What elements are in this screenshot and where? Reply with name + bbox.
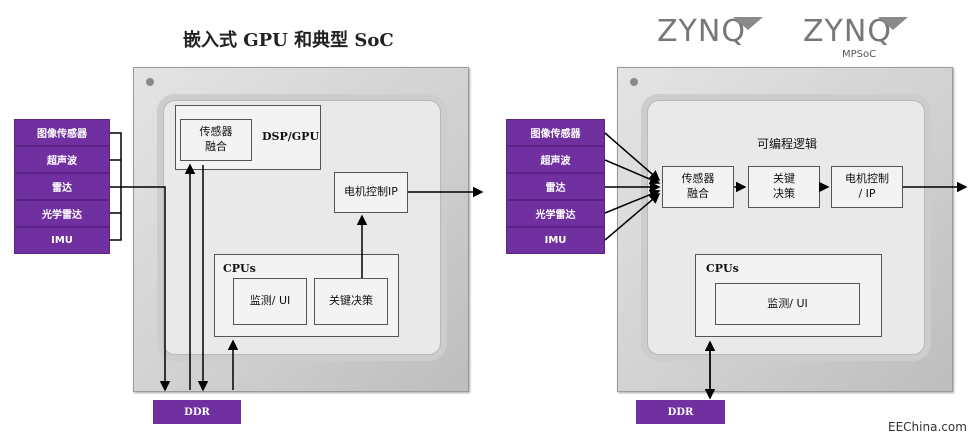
right-sensor-fusion-block: 传感器 融合 — [662, 166, 734, 208]
right-sensor-imu: IMU — [506, 227, 605, 254]
zynq-logo: ZYNQ — [657, 14, 746, 49]
left-sensor-lidar: 光学雷达 — [14, 200, 110, 227]
left-title: 嵌入式 GPU 和典型 SoC — [183, 30, 394, 51]
left-sensor-imu: IMU — [14, 227, 110, 254]
right-sensor-lidar: 光学雷达 — [506, 200, 605, 227]
left-sensor-image: 图像传感器 — [14, 119, 110, 146]
right-sensor-ultrasonic: 超声波 — [506, 146, 605, 173]
left-sensor-radar: 雷达 — [14, 173, 110, 200]
zynq-mpsoc-sub: MPSoC — [842, 49, 877, 60]
zynq-mpsoc-logo: ZYNQ — [803, 14, 892, 49]
left-cpus-label: CPUs — [223, 262, 256, 275]
zynq-mpsoc-logo-mark — [878, 17, 908, 30]
left-sensor-fusion-block: 传感器 融合 — [180, 119, 252, 161]
left-decision-block: 关键决策 — [314, 278, 388, 325]
right-sensor-radar: 雷达 — [506, 173, 605, 200]
right-pl-label: 可编程逻辑 — [757, 137, 818, 151]
left-dsp-gpu-label: DSP/GPU — [262, 130, 320, 143]
left-sensor-ultrasonic: 超声波 — [14, 146, 110, 173]
right-sensor-image: 图像传感器 — [506, 119, 605, 146]
right-pin1-marker — [630, 78, 638, 86]
left-motor-control-block: 电机控制IP — [334, 172, 408, 213]
right-motor-control-block: 电机控制 / IP — [831, 166, 903, 208]
right-monitor-ui-block: 监测/ UI — [715, 283, 860, 325]
footer-watermark: EEChina.com — [888, 420, 967, 434]
left-ddr-block: DDR — [153, 400, 241, 424]
zynq-logo-mark — [733, 17, 763, 30]
right-cpus-label: CPUs — [706, 262, 739, 275]
left-pin1-marker — [146, 78, 154, 86]
left-monitor-ui-block: 监测/ UI — [233, 278, 307, 325]
right-ddr-block: DDR — [636, 400, 725, 424]
left-radar-to-ddr — [110, 186, 171, 392]
